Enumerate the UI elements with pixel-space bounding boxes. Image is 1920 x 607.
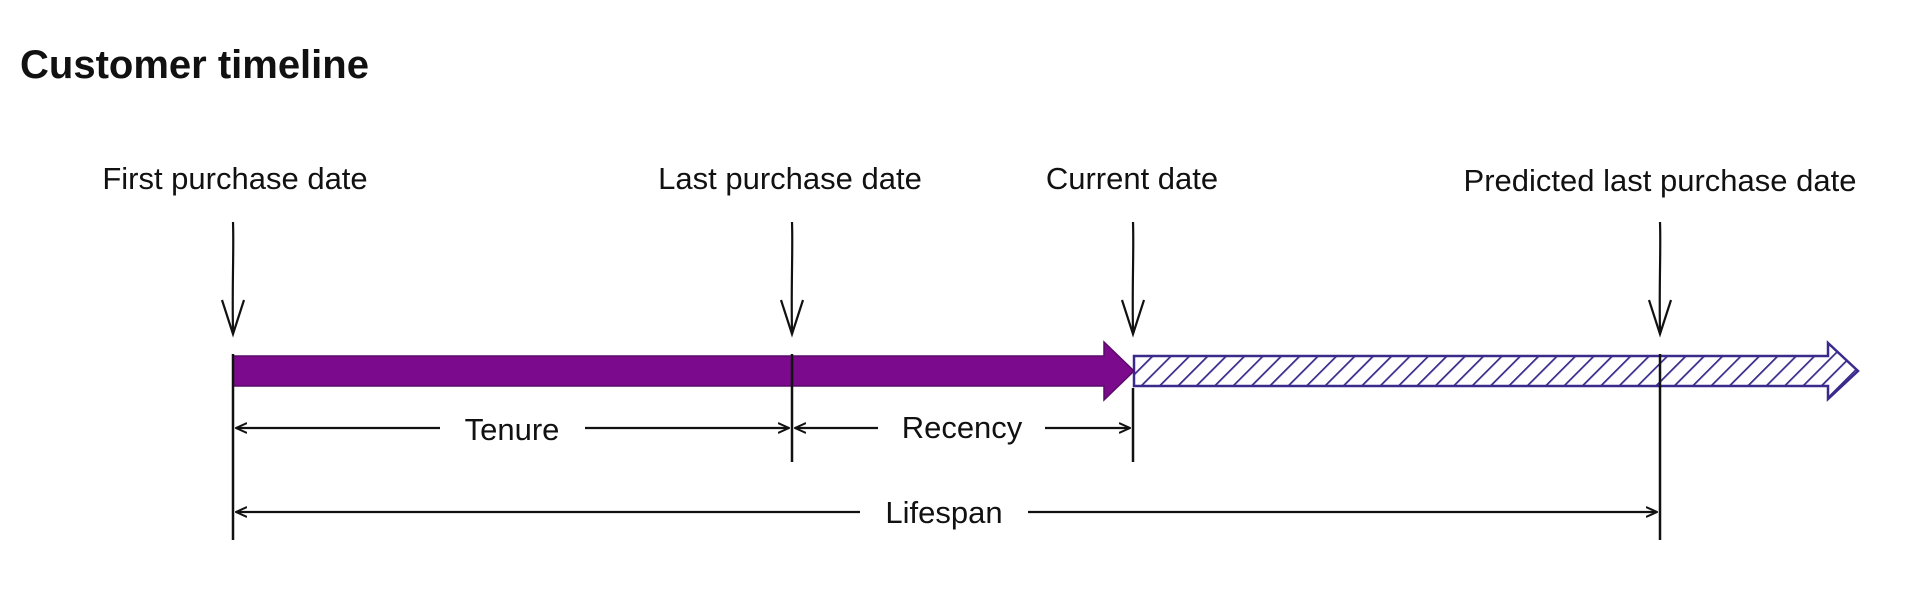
diagram-title: Customer timeline xyxy=(20,43,369,87)
predicted-timeline-bar xyxy=(1132,340,1860,402)
recency-span: Recency xyxy=(795,410,1130,445)
tenure-span: Tenure xyxy=(236,412,789,447)
lifespan-label: Lifespan xyxy=(885,495,1002,530)
recency-label: Recency xyxy=(902,410,1023,445)
current-date-pointer-arrow xyxy=(1120,221,1146,338)
actual-timeline-bar xyxy=(232,340,1136,402)
predicted-last-purchase-date-label: Predicted last purchase date xyxy=(1464,163,1857,198)
lifespan-span: Lifespan xyxy=(236,495,1657,530)
current-date-label: Current date xyxy=(1046,161,1218,196)
last-purchase-date-label: Last purchase date xyxy=(658,161,922,196)
first-purchase-date-label: First purchase date xyxy=(102,161,367,196)
first-purchase-pointer-arrow xyxy=(220,221,246,338)
predicted-last-purchase-pointer-arrow xyxy=(1647,221,1673,338)
tenure-label: Tenure xyxy=(465,412,560,447)
last-purchase-pointer-arrow xyxy=(779,221,805,338)
